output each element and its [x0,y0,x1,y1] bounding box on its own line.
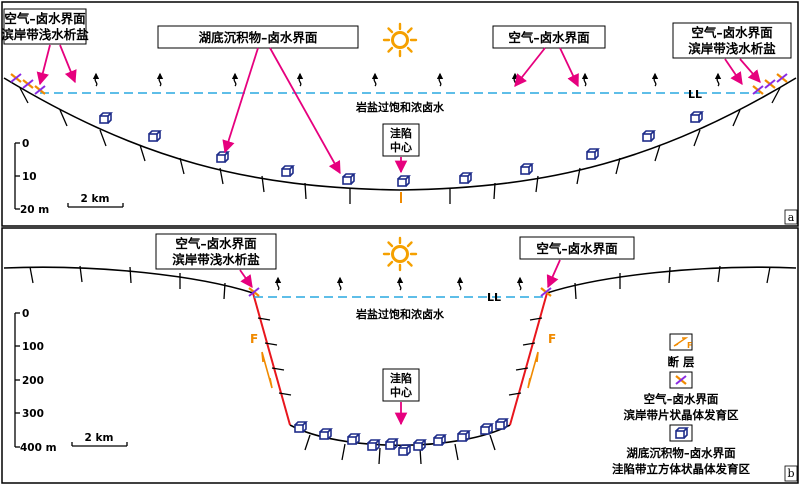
panel-b-hatch [29,265,771,465]
panel-a-label: a [788,211,795,224]
panel-a-callout-left-2: 滨岸带浅水析盐 [1,27,89,42]
panel-a-water-label: 岩盐过饱和浓卤水 [355,100,445,114]
panel-a-callout-mid: 湖底沉积物–卤水界面 [199,30,318,45]
panel-b-fault-right [509,292,548,426]
svg-text:0: 0 [22,138,29,150]
panel-a-callout-far-right-2: 滨岸带浅水析盐 [688,41,776,56]
svg-text:0: 0 [22,308,29,320]
panel-a-center-label-1: 洼陷 [390,126,412,140]
legend-fault-inset-label: F [687,341,692,350]
panel-a-basin-profile [3,77,797,191]
panel-a-ll-label: LL [688,88,702,101]
panel-b-depth-scale: 0 100 200 300 400 m [14,308,57,454]
panel-b-water-label: 岩盐过饱和浓卤水 [355,307,445,321]
panel-a-evaporation-arrows [95,74,719,86]
panel-b-center-label-2: 中心 [390,385,412,399]
panel-a-center-label-2: 中心 [390,140,412,154]
panel-b-fault-left [252,292,291,426]
panel-a-callout-right: 空气–卤水界面 [508,30,590,45]
legend: F 断 层 空气–卤水界面 滨岸带片状晶体发育区 湖底沉积物–卤水界面 洼陷带立… [612,333,750,476]
svg-text:400 m: 400 m [20,442,57,454]
panel-a-shore-crusts [9,72,789,96]
panel-a-sun-icon [382,22,418,58]
svg-text:200: 200 [22,375,44,387]
legend-fault-label: 断 层 [667,355,695,369]
panel-b-callout-left-1: 空气–卤水界面 [175,236,257,251]
panel-b: b F F LL 岩盐过饱和浓 [1,227,799,484]
panel-b-distance-scale: 2 km [71,432,128,447]
panel-b-sun-icon [382,236,418,272]
svg-text:10: 10 [22,171,37,183]
panel-a: a LL 岩盐过饱和浓卤水 [1,1,799,227]
panel-a-depth-scale: 0 10 20 m [14,138,49,216]
panel-b-ll-label: LL [487,291,501,304]
panel-a-hatch [19,87,781,204]
panel-b-fault-label-right: F [548,332,556,346]
panel-b-label: b [787,467,794,480]
legend-cube-label-2: 洼陷带立方体状晶体发育区 [612,462,750,476]
panel-b-center-label-1: 洼陷 [390,371,412,385]
legend-cube-label-1: 湖底沉积物–卤水界面 [626,446,736,460]
panel-a-callout-far-right-1: 空气–卤水界面 [691,25,773,40]
panel-b-evaporation-arrows [277,278,521,290]
panel-b-callout-left-2: 滨岸带浅水析盐 [172,252,260,267]
svg-text:2 km: 2 km [85,432,114,444]
svg-text:100: 100 [22,341,44,353]
svg-text:300: 300 [22,408,44,420]
legend-crust-label-1: 空气–卤水界面 [644,392,719,406]
svg-text:20 m: 20 m [20,204,49,216]
panel-b-frame [1,227,799,484]
panel-a-callout-left-1: 空气–卤水界面 [4,11,86,26]
panel-b-callout-right: 空气–卤水界面 [536,241,618,256]
svg-text:2 km: 2 km [81,193,110,205]
panel-b-fault-label-left: F [250,332,258,346]
panel-a-distance-scale: 2 km [67,193,124,208]
legend-crust-label-2: 滨岸带片状晶体发育区 [624,408,739,422]
panel-a-frame [1,1,799,227]
